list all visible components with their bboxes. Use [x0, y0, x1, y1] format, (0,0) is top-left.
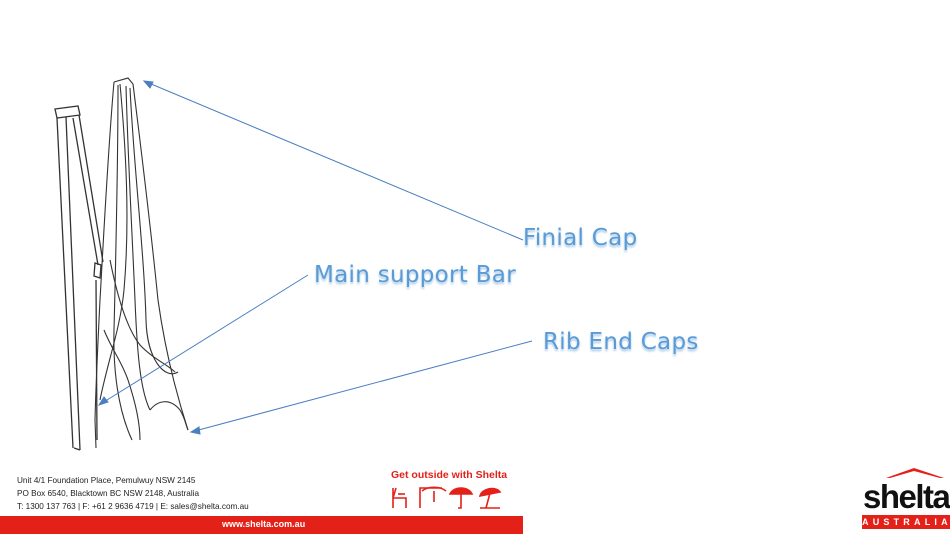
chair-icon: [393, 488, 406, 508]
umbrella-diagram: [0, 0, 950, 460]
cantilever-umbrella-icon: [420, 487, 446, 508]
address-line-3: T: 1300 137 763 | F: +61 2 9636 4719 | E…: [17, 502, 249, 511]
rib-end-caps-label: Rib End Caps: [543, 329, 699, 355]
main-support-bar-label: Main support Bar: [314, 262, 516, 288]
logo-wordmark: shelta: [863, 478, 949, 516]
main-support-bar-arrow: [99, 275, 308, 405]
address-line-1: Unit 4/1 Foundation Place, Pemulwuy NSW …: [17, 476, 195, 485]
product-icons: [388, 482, 508, 512]
finial-cap-label: Finial Cap: [523, 225, 637, 251]
rib-end-caps-arrow: [191, 341, 532, 432]
market-umbrella-icon: [450, 488, 472, 508]
leader-lines: [99, 81, 532, 434]
tagline: Get outside with Shelta: [391, 469, 507, 481]
finial-cap-arrow: [144, 81, 523, 240]
website-link[interactable]: www.shelta.com.au: [222, 519, 305, 529]
address-line-2: PO Box 6540, Blacktown BC NSW 2148, Aust…: [17, 489, 199, 498]
beach-umbrella-icon: [480, 489, 500, 508]
furled-canopy: [95, 78, 188, 448]
logo-australia: AUSTRALIA: [862, 515, 950, 529]
